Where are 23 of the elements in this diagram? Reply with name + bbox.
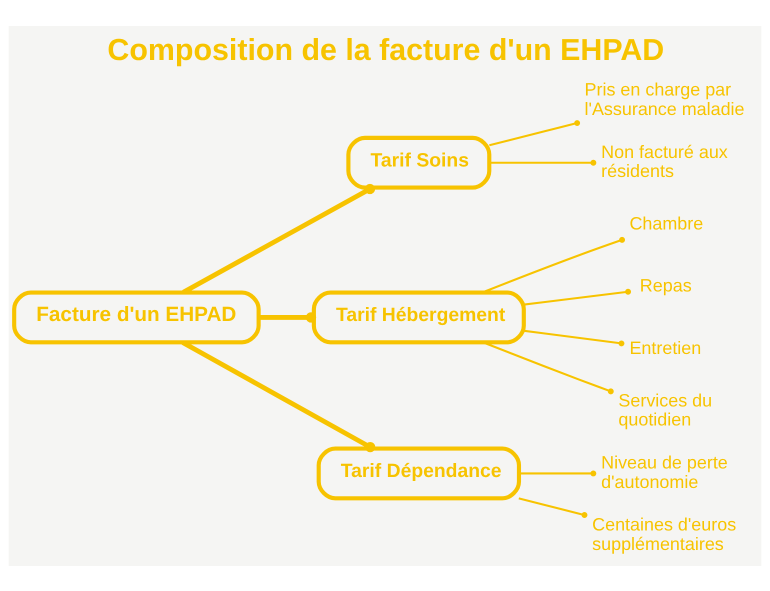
node-text: Niveau de perte d'autonomie bbox=[601, 452, 728, 492]
node-text: Pris en charge par l'Assurance maladie bbox=[584, 79, 745, 118]
node-text: Repas bbox=[640, 275, 692, 296]
node-text: Services du quotidien bbox=[618, 390, 712, 430]
connector bbox=[482, 340, 614, 394]
node-box: Facture d'un EHPAD bbox=[12, 290, 261, 344]
connector bbox=[482, 236, 626, 293]
node-text: Chambre bbox=[629, 213, 704, 234]
diagram-title: Composition de la facture d'un EHPAD bbox=[107, 32, 664, 66]
connector bbox=[258, 312, 316, 322]
node-text: Non facturé aux résidents bbox=[601, 141, 728, 181]
connector bbox=[519, 470, 596, 476]
connector bbox=[524, 288, 632, 306]
node-text: Entretien bbox=[629, 337, 702, 358]
node-box: Tarif Hébergement bbox=[312, 290, 526, 344]
connector bbox=[518, 496, 588, 518]
connector bbox=[182, 340, 376, 452]
connector bbox=[489, 120, 580, 146]
node-text: Centaines d'euros supplémentaires bbox=[592, 514, 736, 554]
node-box: Tarif Dépendance bbox=[316, 446, 522, 500]
node-box: Tarif Soins bbox=[346, 135, 492, 190]
connector bbox=[524, 329, 624, 346]
connector bbox=[489, 159, 596, 166]
